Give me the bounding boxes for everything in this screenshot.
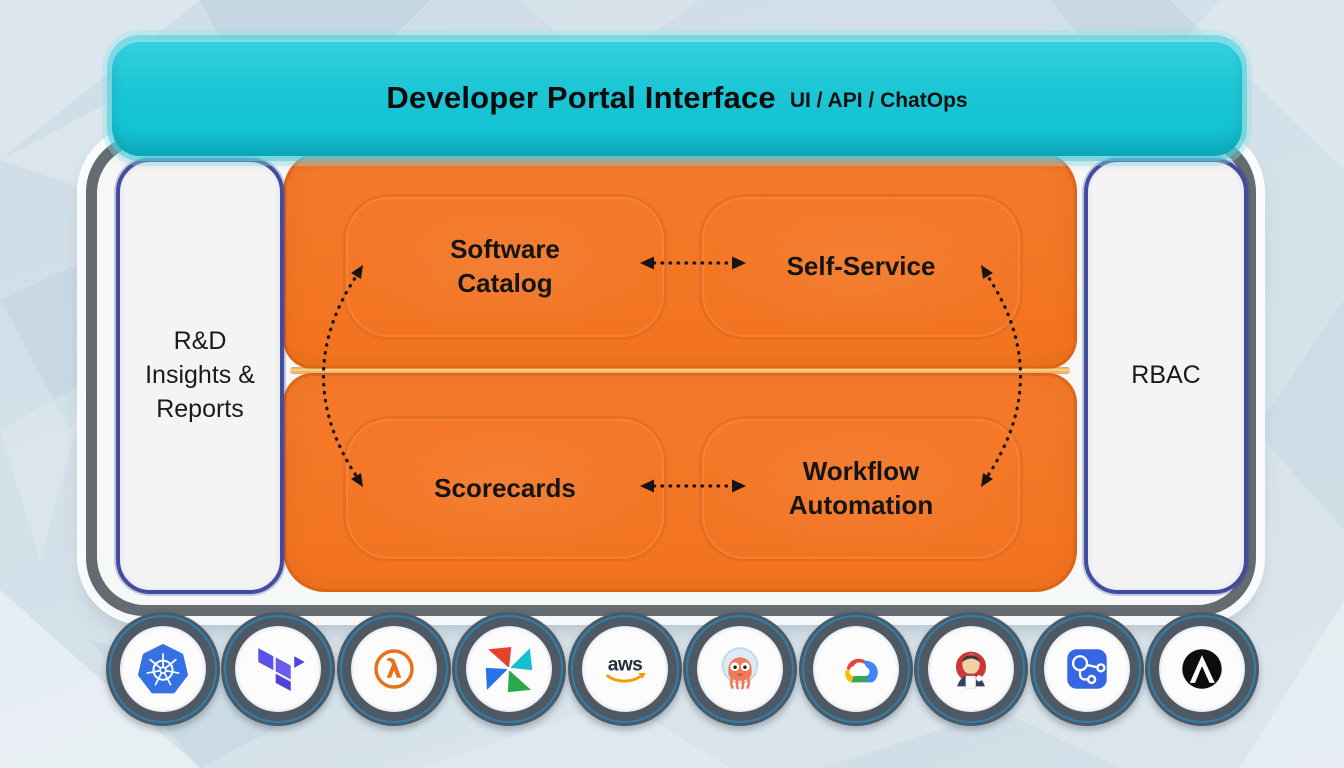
chip-face <box>697 626 784 712</box>
terraform-icon <box>258 648 306 692</box>
jenkins-icon <box>955 651 987 689</box>
integration-argo-cd <box>683 612 798 726</box>
banner-subtitle: UI / API / ChatOps <box>789 89 968 112</box>
rd-insights-panel: R&D Insights & Reports <box>116 158 284 594</box>
integration-google-cloud <box>798 612 913 726</box>
github-actions-icon <box>1066 649 1107 689</box>
aws-lambda-icon: λ <box>374 649 414 689</box>
integration-kubernetes <box>106 612 220 726</box>
svg-text:aws: aws <box>608 655 642 676</box>
module-self-service: Self-Service <box>699 194 1023 340</box>
google-cloud-icon <box>844 658 878 683</box>
ansible-icon <box>1182 649 1222 689</box>
chip-face: aws <box>581 626 668 712</box>
chip-face: λ <box>350 626 437 712</box>
core-seam <box>290 367 1070 374</box>
chip-face <box>1158 626 1245 712</box>
kubernetes-icon <box>138 644 188 694</box>
chip-face <box>466 626 553 712</box>
developer-portal-banner: Developer Portal Interface UI / API / Ch… <box>112 40 1242 156</box>
integration-airflow <box>452 612 567 726</box>
module-label: Scorecards <box>434 473 576 504</box>
chip-face <box>235 626 322 712</box>
integration-aws: aws <box>567 612 682 726</box>
module-software-catalog: Software Catalog <box>343 194 667 340</box>
chip-face <box>812 626 899 712</box>
argo-cd-icon <box>721 647 759 690</box>
integration-ansible <box>1144 612 1259 726</box>
module-label: Software Catalog <box>450 234 560 298</box>
airflow-icon <box>486 646 533 693</box>
module-label: Self-Service <box>786 251 936 282</box>
integration-aws-lambda: λ <box>336 612 451 726</box>
module-scorecards: Scorecards <box>343 416 667 562</box>
chip-face <box>928 626 1015 712</box>
rd-insights-label: R&D Insights & Reports <box>145 327 255 423</box>
integration-dock: λ aws <box>106 612 1259 728</box>
core-modules-top-block <box>283 150 1077 369</box>
rbac-label: RBAC <box>1131 361 1201 390</box>
banner-title: Developer Portal Interface <box>386 80 776 115</box>
integration-github-actions <box>1029 612 1144 726</box>
rbac-panel: RBAC <box>1084 158 1248 594</box>
aws-icon: aws <box>605 655 646 683</box>
core-modules-bottom-block <box>283 373 1077 592</box>
integration-terraform <box>221 612 336 726</box>
chip-face <box>120 626 206 712</box>
module-workflow-automation: Workflow Automation <box>699 416 1023 562</box>
module-label: Workflow Automation <box>788 456 934 520</box>
integration-jenkins <box>914 612 1029 726</box>
chip-face <box>1043 626 1130 712</box>
svg-text:λ: λ <box>386 655 402 685</box>
